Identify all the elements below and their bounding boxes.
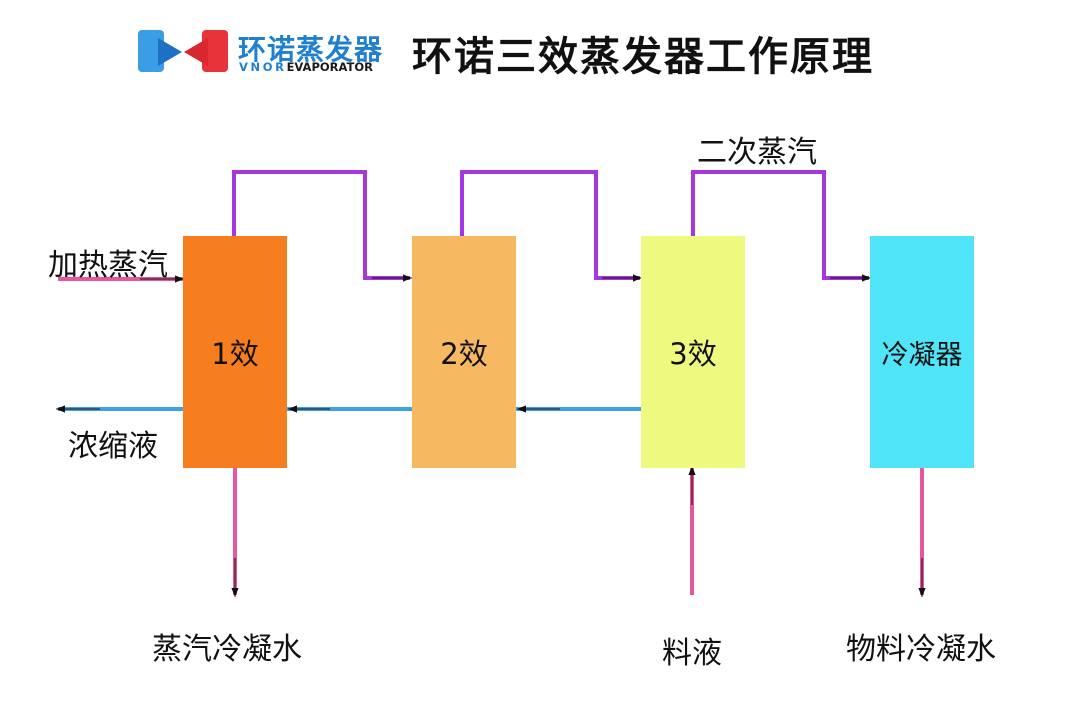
effect-3-box: 3效 xyxy=(641,236,745,468)
brand-name-cn: 环诺蒸发器 xyxy=(238,33,384,66)
material-condensate-label: 物料冷凝水 xyxy=(846,632,996,667)
effect-2-box: 2效 xyxy=(412,236,516,468)
brand-logo: 环诺蒸发器 VNOREVAPORATOR xyxy=(138,28,388,76)
feed-liquid-label: 料液 xyxy=(662,636,722,671)
page-title: 环诺三效蒸发器工作原理 xyxy=(412,33,874,80)
condenser-label: 冷凝器 xyxy=(881,339,963,371)
heating-steam-label: 加热蒸汽 xyxy=(48,248,168,283)
effect-3-label: 3效 xyxy=(669,337,717,371)
concentrate-label: 浓缩液 xyxy=(68,429,158,464)
effect-1-box: 1效 xyxy=(183,236,287,468)
secondary-steam-label: 二次蒸汽 xyxy=(697,135,817,170)
effect-1-label: 1效 xyxy=(211,337,259,371)
effect-2-label: 2效 xyxy=(440,337,488,371)
brand-name-en: VNOREVAPORATOR xyxy=(239,60,373,74)
brand-name-en-suffix: EVAPORATOR xyxy=(286,60,373,74)
condenser-box: 冷凝器 xyxy=(870,236,974,468)
logo-mark-icon xyxy=(138,30,228,72)
steam-condensate-label: 蒸汽冷凝水 xyxy=(152,632,302,667)
brand-name-en-prefix: VNOR xyxy=(239,60,287,74)
